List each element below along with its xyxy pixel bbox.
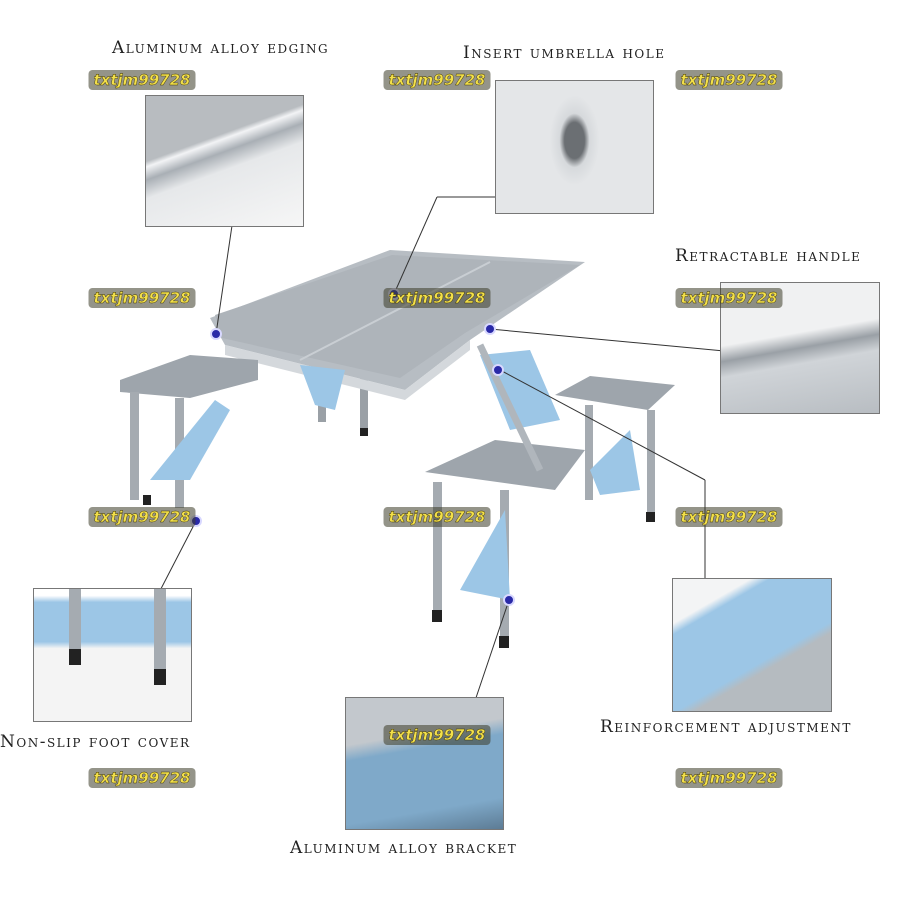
label-reinforcement: Reinforcement adjustment — [600, 717, 852, 737]
inset-umbrella-hole — [495, 80, 654, 214]
watermark: txtjm99728 — [675, 70, 783, 90]
label-foot-cover: Non-slip foot cover — [0, 732, 191, 752]
watermark: txtjm99728 — [88, 70, 196, 90]
watermark: txtjm99728 — [675, 768, 783, 788]
inset-reinforcement — [672, 578, 832, 712]
watermark: txtjm99728 — [88, 507, 196, 527]
watermark: txtjm99728 — [675, 288, 783, 308]
watermark: txtjm99728 — [383, 507, 491, 527]
seat-right-back — [555, 376, 675, 410]
watermark: txtjm99728 — [88, 288, 196, 308]
table-leg — [360, 370, 368, 435]
watermark: txtjm99728 — [383, 70, 491, 90]
inset-foot-cover — [33, 588, 192, 722]
inset-edging — [145, 95, 304, 227]
label-edging: Aluminum alloy edging — [112, 38, 330, 58]
watermark: txtjm99728 — [88, 768, 196, 788]
label-umbrella-hole: Insert umbrella hole — [463, 43, 666, 63]
seat-right-front — [425, 440, 585, 490]
bracket — [150, 400, 230, 480]
watermark: txtjm99728 — [383, 725, 491, 745]
label-handle: Retractable handle — [675, 246, 862, 266]
seat-left — [120, 355, 258, 398]
inset-bracket — [345, 697, 504, 830]
label-bracket: Aluminum alloy bracket — [290, 838, 518, 858]
watermark: txtjm99728 — [383, 288, 491, 308]
watermark: txtjm99728 — [675, 507, 783, 527]
